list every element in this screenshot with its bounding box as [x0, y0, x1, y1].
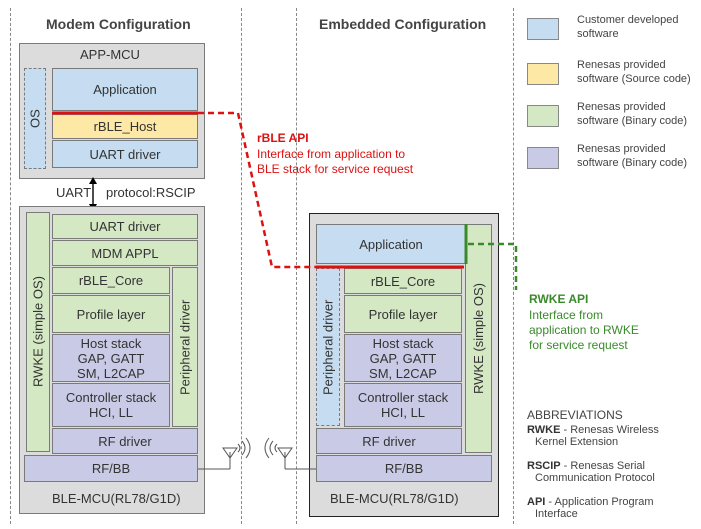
uart-link-label: UART — [56, 185, 92, 200]
modem-rf-bb-block: RF/BB — [24, 455, 198, 482]
legend-swatch-customer — [527, 18, 559, 40]
embedded-profile-layer-block: Profile layer — [344, 295, 462, 333]
host-stack-line-2: GAP, GATT — [77, 350, 145, 366]
embedded-rble-core-block: rBLE_Core — [344, 268, 462, 294]
modem-profile-layer-block: Profile layer — [52, 295, 170, 333]
abbr-api-line1: - Application Program — [545, 496, 654, 508]
embedded-rwke-block: RWKE (simple OS) — [465, 224, 492, 453]
abbr-rscip: RSCIP - Renesas Serial Communication Pro… — [527, 460, 655, 484]
embedded-config-title: Embedded Configuration — [319, 16, 487, 32]
legend-swatch-binary-lavender — [527, 147, 559, 169]
abbr-rwke: RWKE - Renesas Wireless Kernel Extension — [527, 424, 659, 448]
modem-controller-stack-block: Controller stack HCI, LL — [52, 383, 170, 427]
controller-stack-line-1: Controller stack — [65, 390, 157, 405]
embedded-application-block: Application — [316, 224, 466, 264]
embedded-host-stack-line-3: SM, L2CAP — [369, 365, 437, 381]
embedded-host-stack-block: Host stack GAP, GATT SM, L2CAP — [344, 334, 462, 382]
modem-rble-core-block: rBLE_Core — [52, 267, 170, 294]
embedded-peripheral-driver-block: Peripheral driver — [316, 268, 340, 426]
abbreviations-title: ABBREVIATIONS — [527, 408, 623, 422]
embedded-controller-stack-block: Controller stack HCI, LL — [344, 383, 462, 427]
embedded-chip-label: BLE-MCU(RL78/G1D) — [330, 491, 459, 506]
modem-application-block: Application — [52, 68, 198, 111]
abbr-rwke-line1: - Renesas Wireless — [560, 424, 659, 436]
modem-uart-driver-top-block: UART driver — [52, 140, 198, 168]
embedded-host-stack-line-2: GAP, GATT — [369, 350, 437, 366]
legend-text-customer-2: software — [577, 28, 619, 40]
modem-host-stack-block: Host stack GAP, GATT SM, L2CAP — [52, 334, 170, 382]
modem-rble-host-block: rBLE_Host — [52, 114, 198, 139]
legend-text-source-1: Renesas provided — [577, 59, 666, 71]
controller-stack-line-2: HCI, LL — [88, 405, 134, 420]
abbr-rscip-line1: - Renesas Serial — [560, 460, 645, 472]
abbr-rwke-key: RWKE — [527, 424, 561, 436]
legend-text-customer-1: Customer developed — [577, 14, 679, 26]
protocol-label: protocol:RSCIP — [106, 185, 196, 200]
abbr-api-key: API — [527, 496, 546, 508]
legend-text-binary-green-2: software (Binary code) — [577, 115, 688, 127]
rble-api-desc-2: BLE stack for service request — [257, 162, 414, 176]
modem-rf-driver-block: RF driver — [52, 428, 198, 454]
rwke-api-desc-3: for service request — [529, 338, 628, 352]
host-stack-line-1: Host stack — [80, 335, 142, 351]
modem-mdm-appl-block: MDM APPL — [52, 240, 198, 266]
abbr-rwke-line2: Kernel Extension — [535, 436, 619, 448]
modem-rwke-block: RWKE (simple OS) — [26, 212, 50, 452]
modem-uart-driver-block: UART driver — [52, 214, 198, 239]
legend-text-source-2: software (Source code) — [577, 73, 691, 85]
embedded-host-stack-line-1: Host stack — [372, 335, 434, 351]
embedded-controller-stack-line-1: Controller stack — [357, 390, 449, 405]
modem-os-block: OS — [24, 68, 46, 169]
legend-text-binary-lavender-1: Renesas provided — [577, 143, 666, 155]
embedded-controller-stack-line-2: HCI, LL — [380, 405, 426, 420]
legend-text-binary-lavender-2: software (Binary code) — [577, 157, 688, 169]
abbr-rscip-line2: Communication Protocol — [535, 472, 655, 484]
rble-api-title: rBLE API — [257, 131, 309, 145]
legend-swatch-binary-green — [527, 105, 559, 127]
modem-peripheral-driver-block: Peripheral driver — [172, 267, 198, 427]
host-stack-line-3: SM, L2CAP — [77, 365, 145, 381]
abbr-api: API - Application Program Interface — [527, 496, 654, 520]
legend-text-binary-green-1: Renesas provided — [577, 101, 666, 113]
abbr-api-line2: Interface — [535, 508, 578, 520]
abbr-rscip-key: RSCIP — [527, 460, 561, 472]
rble-api-desc-1: Interface from application to — [257, 147, 406, 161]
embedded-rf-bb-block: RF/BB — [316, 455, 492, 482]
rwke-api-desc-1: Interface from — [529, 308, 604, 322]
embedded-rf-driver-block: RF driver — [316, 428, 462, 454]
app-mcu-label: APP-MCU — [80, 47, 140, 62]
legend-swatch-source — [527, 63, 559, 85]
modem-chip-label: BLE-MCU(RL78/G1D) — [52, 491, 181, 506]
modem-config-title: Modem Configuration — [46, 16, 191, 32]
rwke-api-desc-2: application to RWKE — [529, 323, 639, 337]
rwke-api-title: RWKE API — [529, 292, 589, 306]
